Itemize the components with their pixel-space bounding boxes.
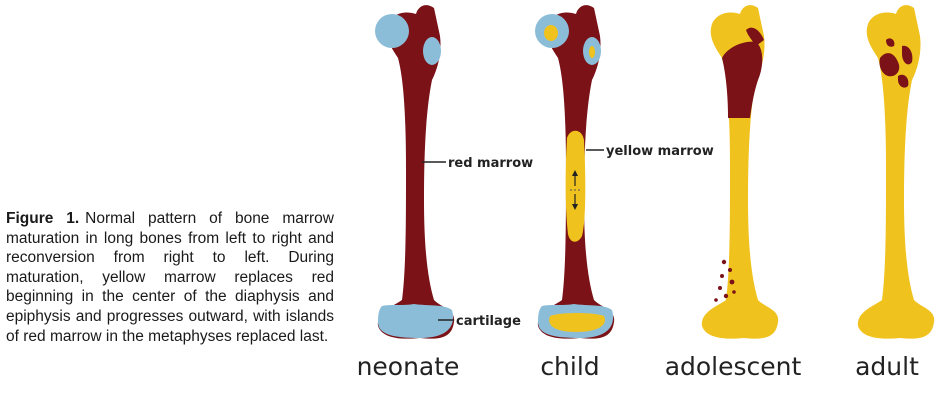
yellow-marrow-callout: yellow marrow: [606, 144, 714, 159]
diaphysis-yellow-marrow: [565, 130, 586, 242]
stage-label-child: child: [540, 352, 599, 381]
head-ossification-center: [544, 25, 558, 41]
distal-epiphysis-cartilage: [378, 304, 454, 338]
neck-red-marrow-island: [886, 38, 895, 47]
proximal-red-marrow: [722, 41, 763, 118]
red-marrow-island: [729, 279, 735, 285]
bone-yellow-marrow: [857, 5, 935, 339]
red-marrow-island: [718, 286, 722, 290]
proximal-red-marrow-island: [879, 53, 900, 77]
cartilage-callout: cartilage: [456, 314, 521, 329]
bone-child: [535, 5, 615, 339]
red-marrow-island: [720, 274, 724, 278]
distal-ossification-center: [549, 313, 605, 332]
trochanter-red-marrow-island: [902, 45, 913, 65]
red-marrow-island: [721, 259, 727, 265]
red-marrow-island: [714, 298, 718, 302]
trochanter-ossification: [589, 46, 595, 58]
bone-adult: [857, 5, 935, 339]
metaphysis-red-marrow-island: [898, 74, 909, 88]
red-marrow-callout: red marrow: [448, 156, 533, 171]
stage-label-adolescent: adolescent: [665, 352, 802, 381]
red-marrow-island: [732, 290, 736, 294]
arrow-up-head-icon: [572, 170, 578, 176]
red-marrow-island: [723, 293, 729, 299]
neck-red-marrow: [746, 27, 764, 46]
figure-label: Figure 1.: [6, 210, 80, 227]
stage-label-adult: adult: [855, 352, 919, 381]
caption-text: Normal pattern of bone marrow maturation…: [6, 210, 334, 345]
bone-neonate: [375, 5, 455, 339]
greater-trochanter-cartilage: [423, 37, 441, 65]
arrow-down-head-icon: [572, 204, 578, 210]
diaphysis-red-marrow: [377, 5, 455, 339]
red-marrow-island: [728, 268, 732, 272]
bone-adolescent: [701, 5, 779, 339]
femoral-head-cartilage: [375, 14, 409, 48]
stage-label-neonate: neonate: [357, 352, 460, 381]
figure-caption: Figure 1.Normal pattern of bone marrow m…: [6, 209, 334, 346]
